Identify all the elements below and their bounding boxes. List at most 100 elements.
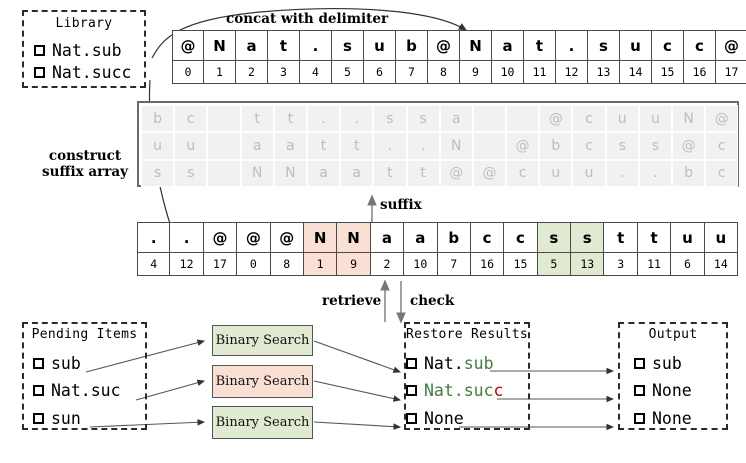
library-title: Library [55, 16, 113, 31]
table-column: @0 [172, 30, 204, 84]
suffix-matrix-cell [207, 132, 241, 160]
index-cell: 3 [268, 61, 300, 84]
binary-search-box-2[interactable]: Binary Search [212, 406, 313, 439]
char-cell: @ [270, 222, 304, 253]
suffix-matrix-cell: . [638, 159, 672, 187]
output-item-label: sub [652, 354, 682, 373]
index-cell: 9 [337, 253, 371, 276]
char-cell: . [137, 222, 171, 253]
suffix-matrix-cell: c [506, 159, 540, 187]
suffix-matrix-cell: s [406, 105, 440, 133]
checkbox-icon[interactable] [33, 413, 44, 424]
label-retrieve: retrieve [322, 293, 382, 309]
char-cell: b [396, 30, 428, 61]
checkbox-icon[interactable] [34, 45, 45, 56]
checkbox-icon[interactable] [406, 358, 417, 369]
index-cell: 3 [604, 253, 638, 276]
suffix-matrix-cell [506, 105, 540, 133]
suffix-matrix-cell: a [273, 132, 307, 160]
char-cell: @ [203, 222, 238, 253]
checkbox-icon[interactable] [34, 67, 45, 78]
checkbox-icon[interactable] [634, 385, 645, 396]
checkbox-icon[interactable] [33, 358, 44, 369]
pending-item-0[interactable]: sub [33, 354, 81, 373]
index-cell: 0 [172, 61, 204, 84]
library-item-1[interactable]: Nat.succ [34, 63, 131, 82]
library-box [22, 10, 146, 88]
label-construct-line1: construct [48, 148, 122, 164]
suffix-matrix-column: s.t [406, 105, 440, 187]
checkbox-icon[interactable] [634, 413, 645, 424]
suffix-matrix-cell: . [340, 105, 374, 133]
index-cell: 1 [303, 253, 338, 276]
restore-item-2[interactable]: None [406, 409, 464, 428]
table-column: @17 [716, 30, 746, 84]
pending-items-title: Pending Items [31, 327, 138, 342]
char-cell: t [268, 30, 300, 61]
library-item-0[interactable]: Nat.sub [34, 41, 122, 60]
output-item-1[interactable]: None [634, 381, 692, 400]
suffix-matrix-cell: u [605, 105, 639, 133]
suffix-matrix-cell: a [240, 132, 274, 160]
pending-item-2[interactable]: sun [33, 409, 81, 428]
index-cell: 14 [620, 61, 652, 84]
output-item-label: None [652, 409, 692, 428]
binary-search-box-0[interactable]: Binary Search [212, 325, 313, 356]
binary-search-box-1[interactable]: Binary Search [212, 365, 313, 398]
text-run: Nat. [424, 354, 464, 373]
index-cell: 16 [470, 253, 505, 276]
restore-item-0[interactable]: Nat.sub [406, 354, 494, 373]
char-cell: s [537, 222, 572, 253]
checkbox-icon[interactable] [33, 385, 44, 396]
output-item-2[interactable]: None [634, 409, 692, 428]
checkbox-icon[interactable] [634, 358, 645, 369]
suffix-matrix-cell [207, 159, 241, 187]
restore-item-label: Nat.succ [424, 381, 503, 400]
suffix-matrix-cell: N [672, 105, 706, 133]
suffix-matrix-cell: u [141, 132, 175, 160]
pending-item-label: sub [51, 354, 81, 373]
suffix-matrix-cell: s [174, 159, 208, 187]
index-cell: 14 [704, 253, 739, 276]
char-cell: b [437, 222, 471, 253]
table-column: .4 [300, 30, 332, 84]
checkbox-icon[interactable] [406, 385, 417, 396]
suffix-matrix-cell: t [240, 105, 274, 133]
suffix-matrix-column: s.t [373, 105, 407, 187]
suffix-matrix-column: @c [506, 105, 540, 187]
suffix-matrix-cell: . [373, 132, 407, 160]
table-column: .12 [170, 222, 204, 276]
restore-item-1[interactable]: Nat.succ [406, 381, 503, 400]
label-construct-line2: suffix array [42, 164, 128, 181]
pending-item-1[interactable]: Nat.suc [33, 381, 121, 400]
suffix-matrix-column: @ [472, 105, 507, 187]
checkbox-icon[interactable] [406, 413, 417, 424]
output-item-0[interactable]: sub [634, 354, 682, 373]
suffix-matrix-cell: c [705, 132, 739, 160]
suffix-matrix-cell: s [141, 159, 175, 187]
suffix-matrix-cell [207, 105, 241, 133]
output-box [618, 322, 728, 430]
suffix-matrix-cell: t [406, 159, 440, 187]
